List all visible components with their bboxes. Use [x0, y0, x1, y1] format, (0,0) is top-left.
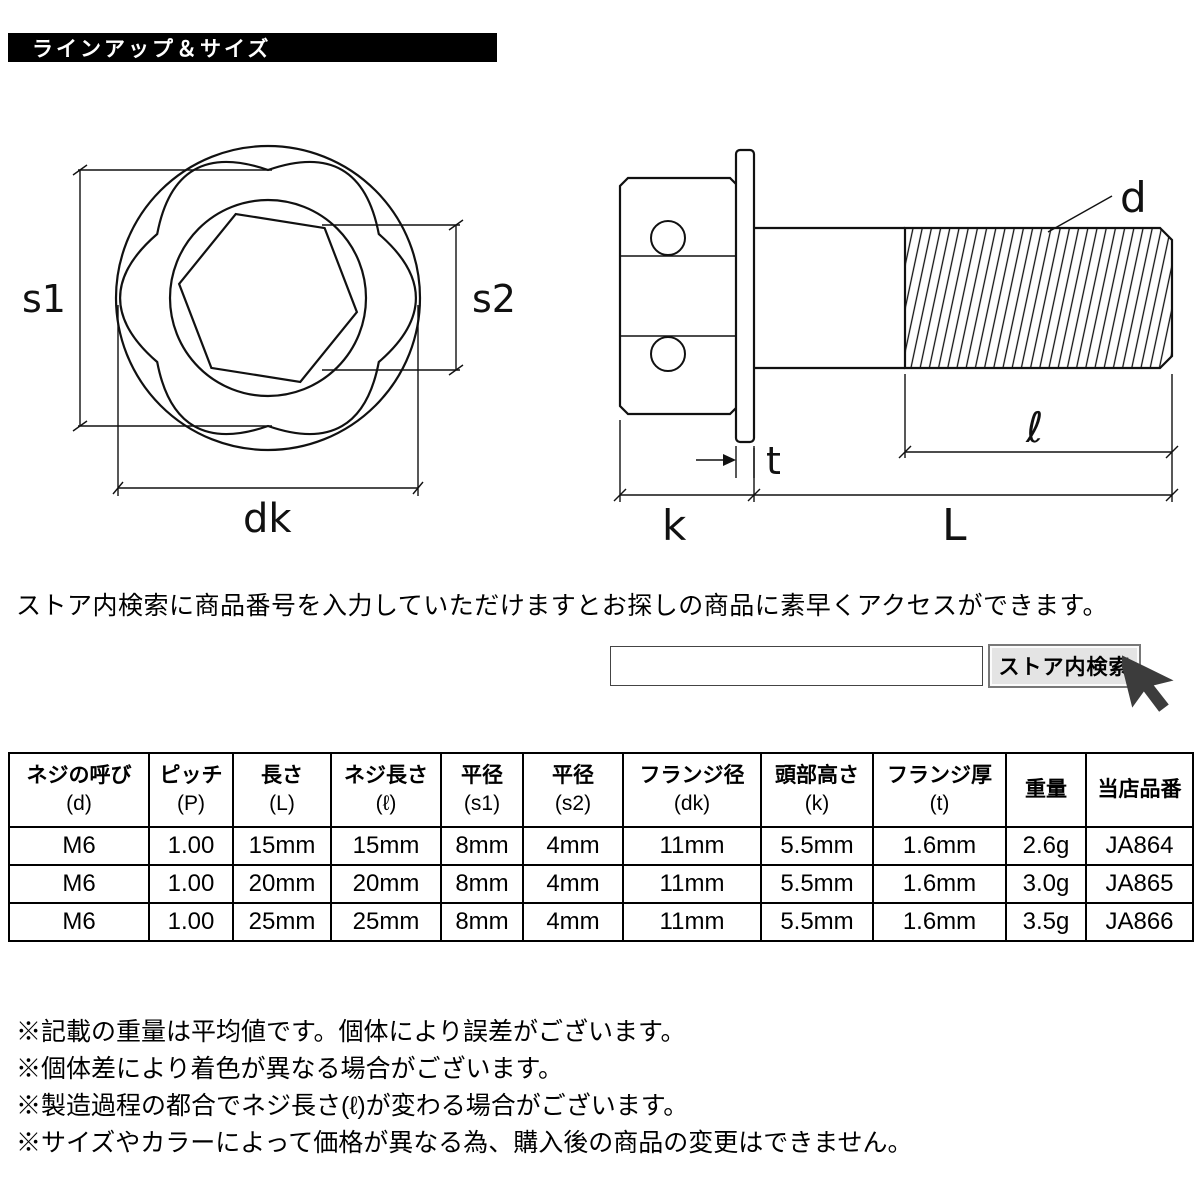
table-cell: 8mm	[440, 902, 524, 942]
label-s1: s1	[22, 277, 66, 321]
footnotes: ※記載の重量は平均値です。個体により誤差がございます。 ※個体差により着色が異な…	[16, 1014, 913, 1162]
search-description: ストア内検索に商品番号を入力していただけますとお探しの商品に素早くアクセスができ…	[16, 592, 1109, 620]
table-cell: 11mm	[622, 826, 762, 866]
bolt-flange	[734, 148, 756, 444]
section-title-bar: ラインアップ＆サイズ	[8, 33, 497, 62]
column-header-d: ネジの呼び(d)	[8, 752, 150, 828]
table-cell: 3.0g	[1005, 864, 1087, 904]
table-cell: 5.5mm	[760, 826, 874, 866]
column-header-s2: 平径(s2)	[522, 752, 624, 828]
table-cell: 2.6g	[1005, 826, 1087, 866]
table-cell: 20mm	[330, 864, 442, 904]
bolt-technical-drawing: s1 s2 dk	[22, 144, 1179, 550]
column-header-flange-dia: フランジ径(dk)	[622, 752, 762, 828]
hex-socket	[177, 212, 359, 384]
table-cell: 25mm	[232, 902, 332, 942]
table-cell: M6	[8, 864, 150, 904]
table-cell: 11mm	[622, 902, 762, 942]
hex-head-outline	[119, 160, 417, 436]
label-thread-length: ℓ	[1025, 403, 1043, 452]
table-cell: 1.6mm	[872, 864, 1007, 904]
table-cell: JA865	[1085, 864, 1194, 904]
side-view-diagram	[618, 148, 1174, 444]
table-cell: 15mm	[232, 826, 332, 866]
label-L: L	[942, 500, 967, 550]
column-header-head-height: 頭部高さ(k)	[760, 752, 874, 828]
note-line: ※個体差により着色が異なる場合がございます。	[16, 1055, 564, 1083]
bolt-thread	[903, 226, 1174, 370]
column-header-length: 長さ(L)	[232, 752, 332, 828]
column-header-item-number: 当店品番	[1085, 752, 1194, 828]
table-cell: M6	[8, 902, 150, 942]
section-title: ラインアップ＆サイズ	[32, 37, 272, 61]
note-line: ※記載の重量は平均値です。個体により誤差がございます。	[16, 1018, 686, 1046]
table-cell: 25mm	[330, 902, 442, 942]
bolt-head	[618, 176, 740, 416]
note-line: ※製造過程の都合でネジ長さ(ℓ)が変わる場合がございます。	[16, 1092, 689, 1120]
table-cell: 4mm	[522, 864, 624, 904]
column-header-weight: 重量	[1005, 752, 1087, 828]
table-header-row: ネジの呼び(d) ピッチ(P) 長さ(L) ネジ長さ(ℓ) 平径(s1) 平径(…	[8, 752, 1194, 828]
table-cell: 5.5mm	[760, 902, 874, 942]
table-cell: 4mm	[522, 902, 624, 942]
front-view-diagram	[114, 144, 422, 452]
front-view-dimensions	[72, 164, 464, 496]
label-t: t	[766, 439, 781, 483]
table-cell: JA864	[1085, 826, 1194, 866]
column-header-thread-length: ネジ長さ(ℓ)	[330, 752, 442, 828]
table-cell: 5.5mm	[760, 864, 874, 904]
table-cell: 8mm	[440, 826, 524, 866]
table-cell: 1.00	[148, 902, 234, 942]
table-cell: 3.5g	[1005, 902, 1087, 942]
label-s2: s2	[472, 277, 516, 321]
side-view-dimensions	[613, 195, 1179, 502]
table-cell: 1.00	[148, 864, 234, 904]
note-line: ※サイズやカラーによって価格が異なる為、購入後の商品の変更はできません。	[16, 1129, 913, 1157]
spec-table: ネジの呼び(d) ピッチ(P) 長さ(L) ネジ長さ(ℓ) 平径(s1) 平径(…	[8, 752, 1194, 942]
column-header-s1: 平径(s1)	[440, 752, 524, 828]
label-dk: dk	[243, 496, 292, 542]
table-cell: 8mm	[440, 864, 524, 904]
table-cell: 15mm	[330, 826, 442, 866]
search-input[interactable]	[610, 646, 983, 686]
table-cell: 1.6mm	[872, 902, 1007, 942]
table-cell: 1.00	[148, 826, 234, 866]
table-cell: JA866	[1085, 902, 1194, 942]
table-cell: 4mm	[522, 826, 624, 866]
label-d: d	[1120, 173, 1147, 222]
head-hole-bottom	[650, 336, 686, 372]
socket-chamfer-circle	[168, 198, 368, 398]
cursor-arrow-icon	[1118, 648, 1184, 723]
store-search-button[interactable]: ストア内検索	[988, 644, 1141, 688]
table-cell: M6	[8, 826, 150, 866]
column-header-flange-thickness: フランジ厚(t)	[872, 752, 1007, 828]
table-cell: 11mm	[622, 864, 762, 904]
head-hole-top	[650, 220, 686, 256]
label-k: k	[662, 501, 687, 550]
column-header-pitch: ピッチ(P)	[148, 752, 234, 828]
flange-outer-circle	[114, 144, 422, 452]
table-cell: 1.6mm	[872, 826, 1007, 866]
table-cell: 20mm	[232, 864, 332, 904]
